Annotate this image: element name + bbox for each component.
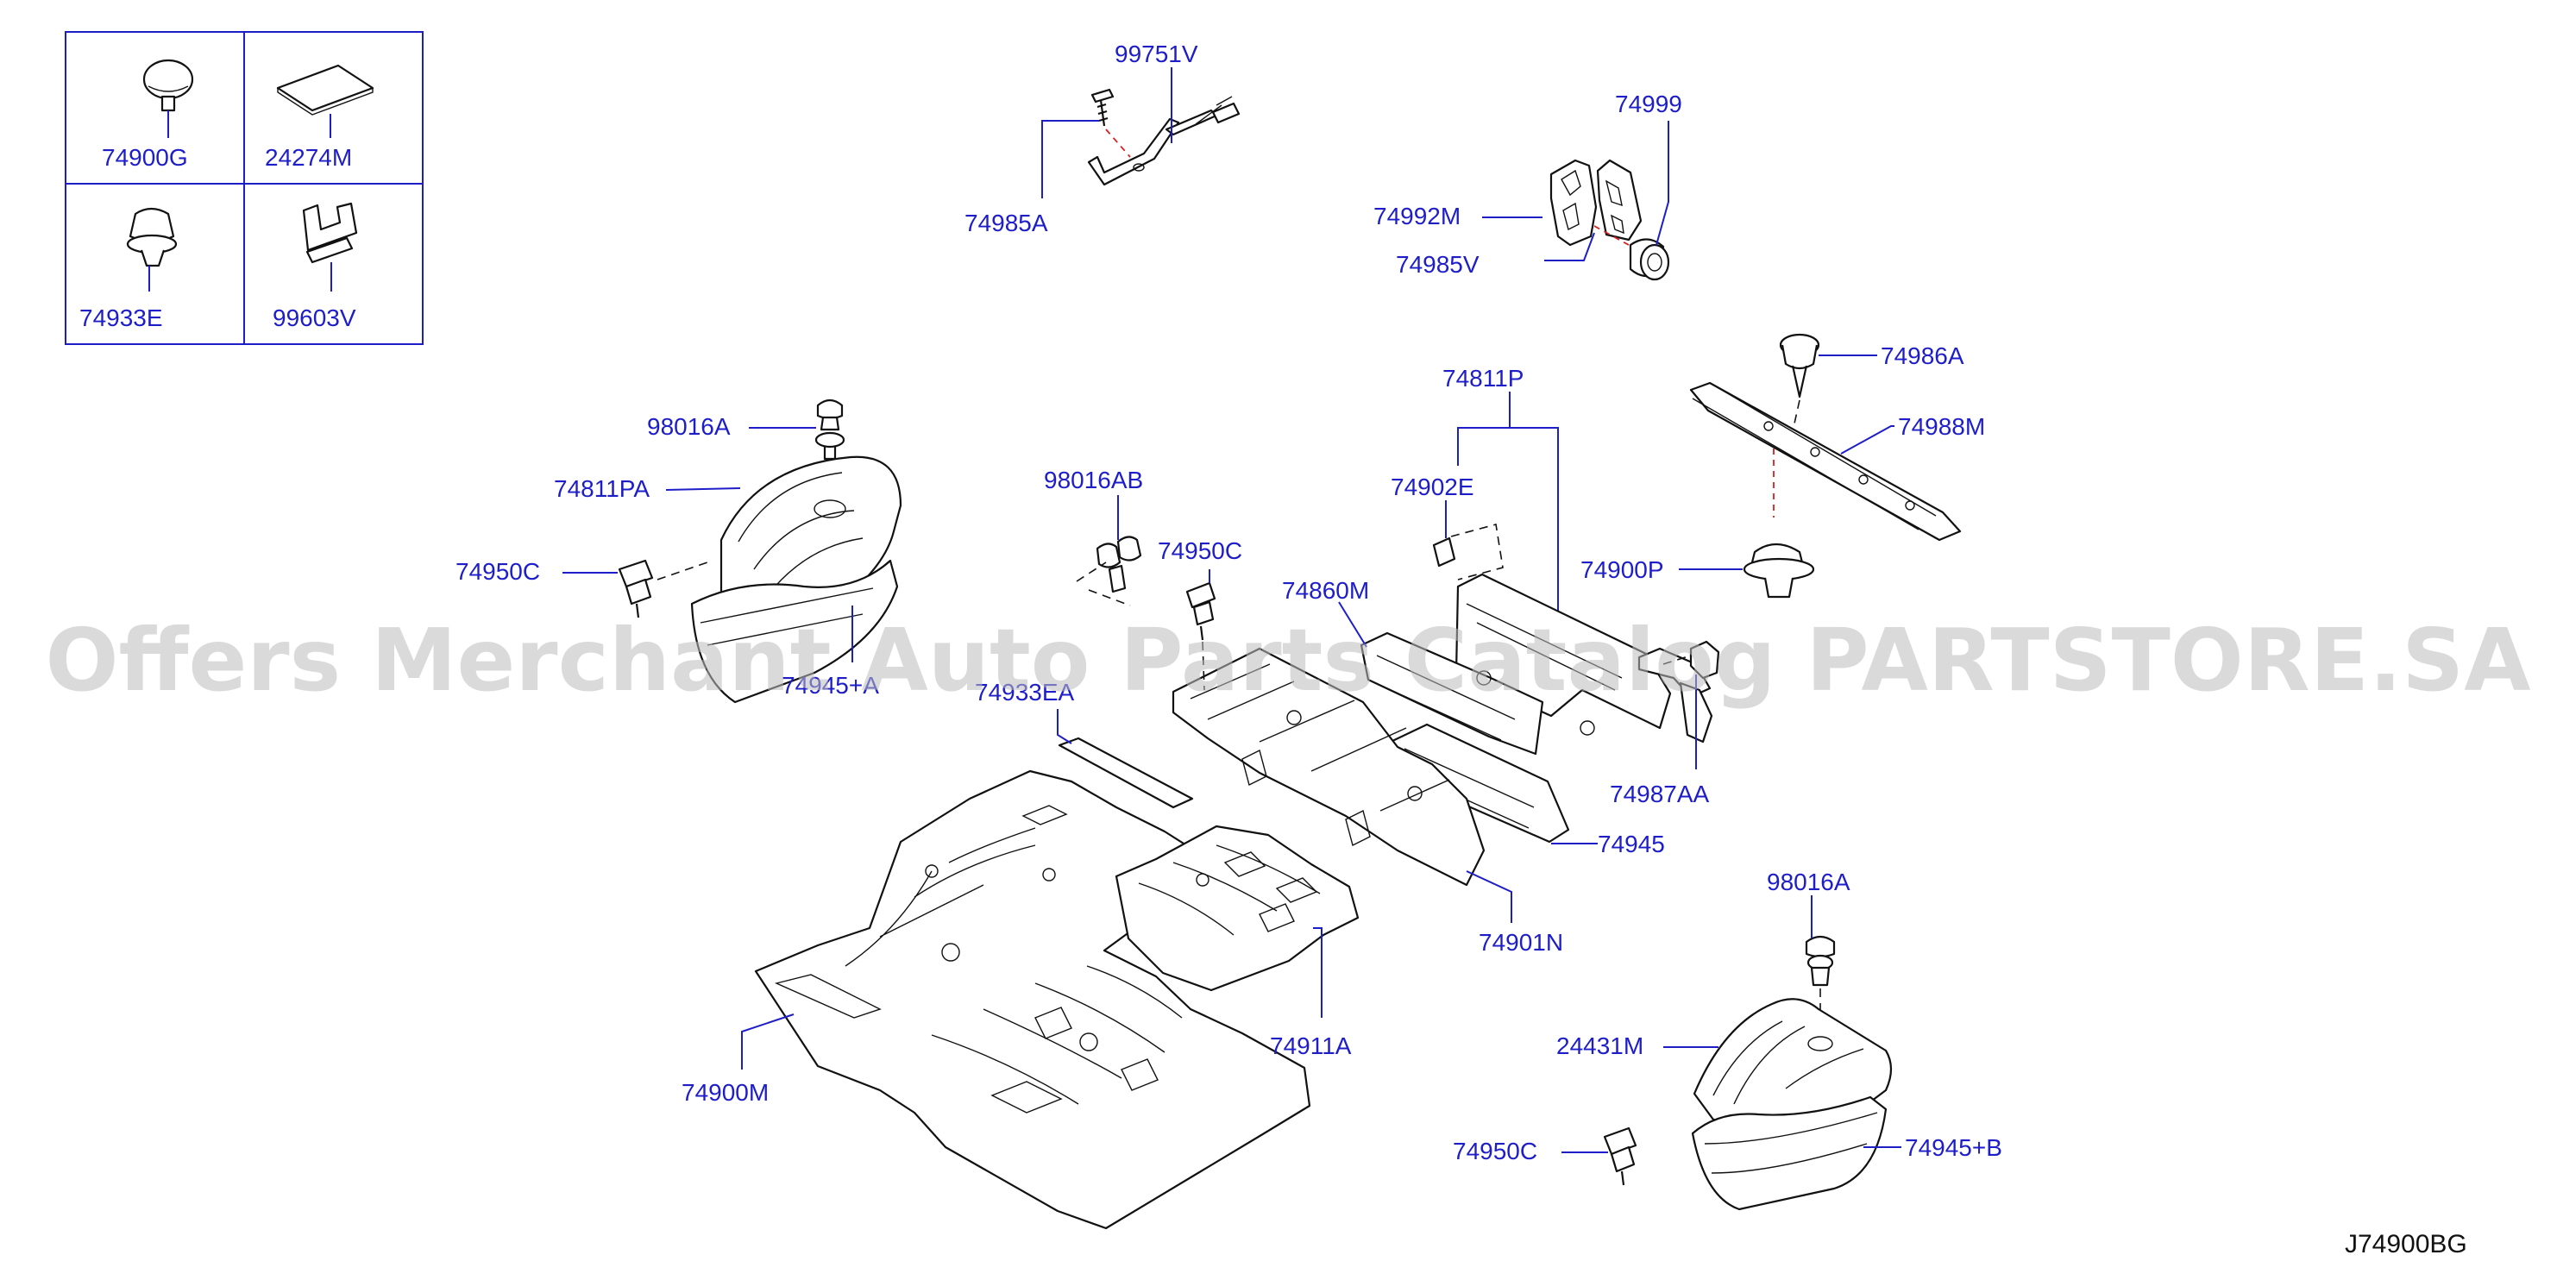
- leader-74911A: [1313, 927, 1323, 1018]
- label-74987AA: 74987AA: [1610, 781, 1710, 807]
- label-74999: 74999: [1615, 91, 1682, 117]
- label-74811PA: 74811PA: [554, 475, 650, 502]
- pad-24274M-icon: [276, 64, 374, 138]
- leader-74860M: [1338, 601, 1367, 648]
- leader-74900M: [741, 1013, 795, 1070]
- leader-74985A: [1041, 120, 1099, 198]
- tunnel-insulator-74901N: [1172, 647, 1486, 887]
- clip-74933E-icon: [126, 207, 178, 292]
- leader-74985V: [1544, 232, 1595, 261]
- leader-74933EA: [1057, 709, 1072, 744]
- latch-74992M: [1549, 159, 1670, 281]
- legend-label-74900G: 74900G: [102, 144, 188, 171]
- clip-74950C-left: [618, 559, 708, 618]
- clip-74950C-bottom: [1603, 1126, 1637, 1186]
- label-74988M: 74988M: [1898, 413, 1985, 440]
- label-98016A-top: 98016A: [647, 413, 731, 440]
- legend-label-99603V: 99603V: [273, 304, 356, 331]
- bracket-assembly-74985A: [1087, 88, 1241, 186]
- label-74986A: 74986A: [1881, 342, 1964, 369]
- tape-74933EA: [1058, 737, 1194, 809]
- label-74950C-mid: 74950C: [1158, 537, 1242, 564]
- label-98016AB: 98016AB: [1044, 467, 1143, 493]
- diagram-code: J74900BG: [2345, 1230, 2467, 1258]
- leader-74811PA: [665, 487, 741, 491]
- label-99751V: 99751V: [1115, 41, 1198, 67]
- leader-74988M: [1840, 425, 1894, 455]
- label-74945B: 74945+B: [1905, 1134, 2002, 1161]
- label-74950C-bottom: 74950C: [1453, 1138, 1537, 1164]
- clip-74900G-icon: [142, 59, 194, 138]
- label-74945: 74945: [1598, 831, 1665, 857]
- clips-98016AB: [1076, 536, 1216, 691]
- leader-74999: [1656, 121, 1669, 246]
- label-74985V: 74985V: [1396, 251, 1480, 278]
- clip-99603V-icon: [302, 202, 358, 292]
- floor-mat-74860M: [1360, 573, 1720, 756]
- label-74945A: 74945+A: [782, 672, 879, 699]
- label-24431M: 24431M: [1556, 1032, 1643, 1059]
- label-74901N: 74901N: [1479, 929, 1563, 956]
- label-74950C-left: 74950C: [456, 558, 540, 585]
- label-98016A-bottom: 98016A: [1767, 869, 1850, 895]
- label-74911A: 74911A: [1270, 1032, 1352, 1059]
- leader-74811P: [1457, 427, 1559, 612]
- label-74933EA: 74933EA: [975, 679, 1075, 706]
- label-74860M: 74860M: [1282, 577, 1369, 604]
- rail-74988M: [1689, 333, 1962, 599]
- console-74811PA: [690, 398, 902, 704]
- label-74985A: 74985A: [964, 210, 1048, 236]
- label-74992M: 74992M: [1373, 203, 1461, 229]
- label-74900M: 74900M: [682, 1079, 769, 1106]
- legend-label-74933E: 74933E: [79, 304, 163, 331]
- legend-box: 74900G 24274M 74933E 99603V: [65, 31, 424, 345]
- rear-floor-74911A: [1115, 825, 1360, 992]
- label-74811P: 74811P: [1442, 365, 1524, 392]
- label-74902E: 74902E: [1391, 474, 1474, 500]
- console-24431M: [1691, 935, 1893, 1211]
- pad-74902E: [1432, 523, 1504, 580]
- leader-74901N: [1466, 870, 1512, 923]
- watermark: Offers Merchant Auto Parts Catalog PARTS…: [45, 610, 2530, 711]
- label-74900P: 74900P: [1580, 556, 1664, 583]
- legend-label-24274M: 24274M: [265, 144, 352, 171]
